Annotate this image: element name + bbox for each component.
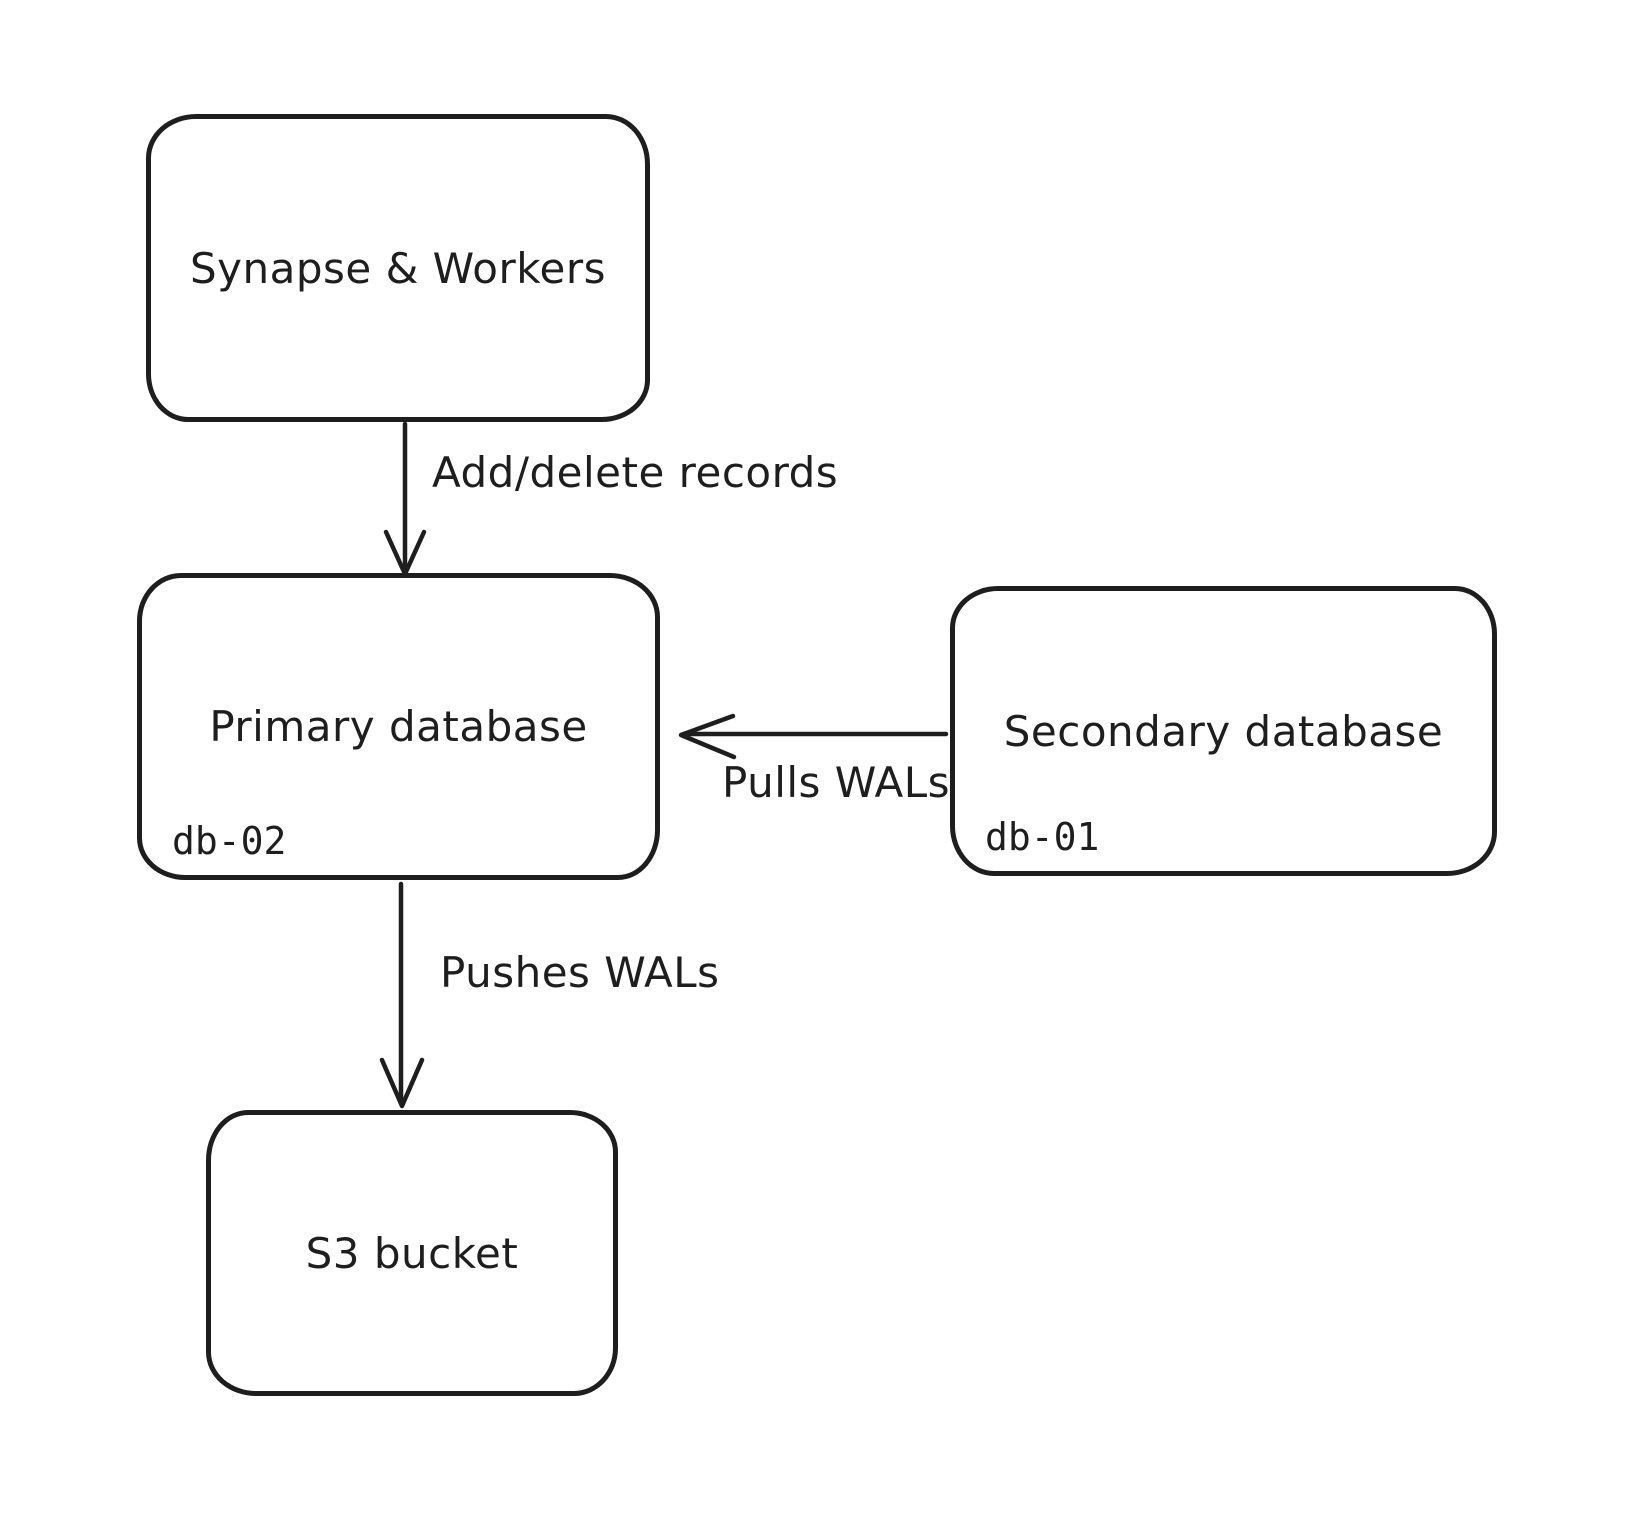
arrow-down-icon-add-delete	[383, 421, 427, 577]
node-synapse-workers-label: Synapse & Workers	[189, 243, 607, 293]
node-synapse-workers: Synapse & Workers	[146, 114, 650, 422]
arrow-down-icon-pushes-wals	[379, 881, 425, 1109]
node-s3-bucket: S3 bucket	[206, 1110, 618, 1396]
node-secondary-database: Secondary database db-01	[950, 586, 1497, 876]
node-primary-database-label: Primary database	[209, 702, 588, 751]
node-primary-database: Primary database db-02	[137, 573, 660, 880]
node-s3-bucket-label: S3 bucket	[305, 1228, 519, 1278]
edge-label-add-delete-records: Add/delete records	[432, 448, 839, 497]
arrow-left-icon-pulls-wals	[678, 713, 949, 760]
node-secondary-database-label: Secondary database	[1003, 706, 1444, 756]
node-primary-database-hostname: db-02	[172, 819, 287, 863]
node-secondary-database-hostname: db-01	[985, 815, 1100, 859]
edge-label-pushes-wals: Pushes WALs	[440, 948, 720, 997]
edge-label-pulls-wals: Pulls WALs	[722, 758, 951, 807]
